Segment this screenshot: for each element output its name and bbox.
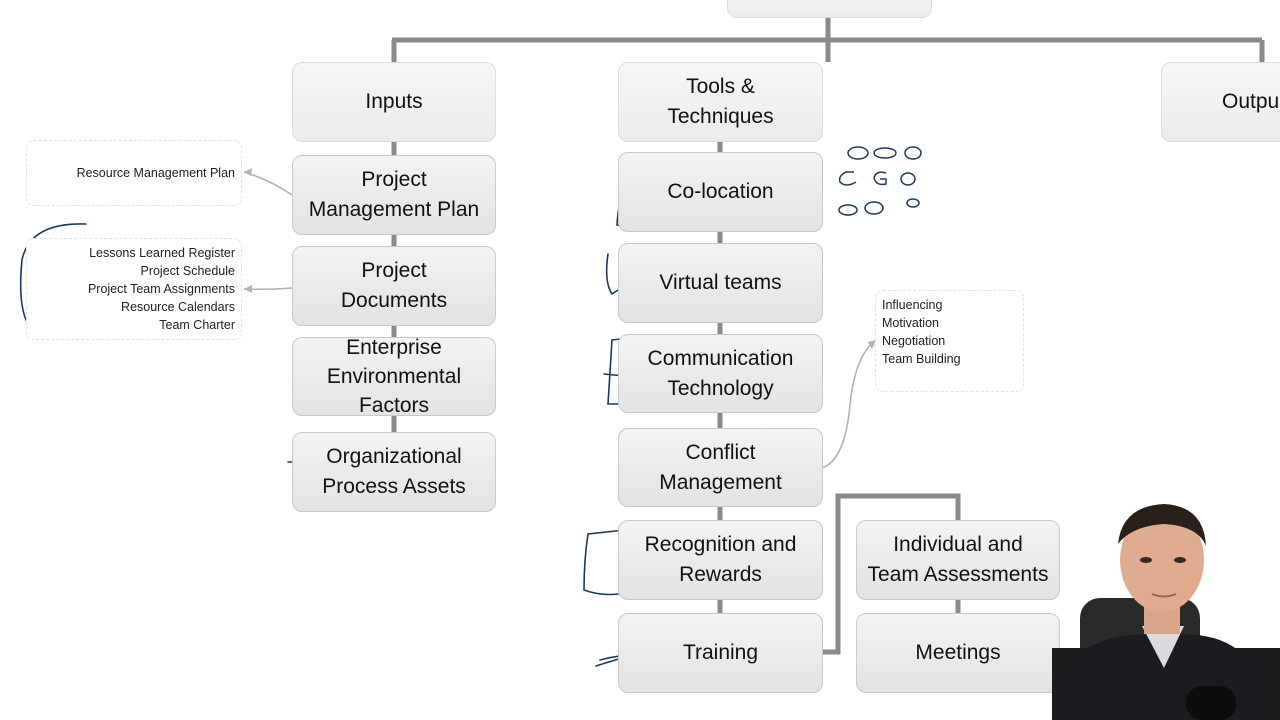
input-project-management-plan: Project Management Plan [292, 155, 496, 235]
tool-label: Individual and Team Assessments [867, 533, 1049, 586]
input-enterprise-environmental-factors: Enterprise Environmental Factors [292, 336, 496, 417]
note-line: Team Building [882, 352, 961, 366]
inputs-header-label: Inputs [365, 90, 423, 113]
presenter-video [1052, 498, 1280, 720]
tool-individual-team-assessments: Individual and Team Assessments [856, 520, 1060, 600]
input-label: Enterprise Environmental Factors [326, 336, 462, 417]
outputs-header: Outpu [1161, 62, 1280, 142]
input-label: Project Documents [340, 259, 448, 312]
tool-recognition-and-rewards: Recognition and Rewards [618, 520, 823, 600]
input-project-documents: Project Documents [292, 246, 496, 326]
tool-virtual-teams: Virtual teams [618, 243, 823, 323]
pmp-note: Resource Management Plan [26, 140, 242, 206]
note-line: Resource Management Plan [76, 166, 235, 180]
tool-label: Meetings [915, 641, 1001, 664]
note-line: Team Charter [159, 318, 235, 332]
note-line: Lessons Learned Register [89, 246, 235, 260]
tool-label: Communication Technology [647, 346, 794, 400]
tool-training: Training [618, 613, 823, 693]
tool-conflict-management: Conflict Management [618, 428, 823, 507]
presenter-figure [1052, 504, 1280, 720]
tool-meetings: Meetings [856, 613, 1060, 693]
tool-label: Virtual teams [659, 271, 782, 294]
tool-label: Recognition and Rewards [644, 533, 797, 586]
tool-label: Training [682, 641, 759, 664]
root-box [727, 0, 932, 18]
note-line: Motivation [882, 316, 939, 330]
note-line: Resource Calendars [121, 300, 235, 314]
tool-label: Co-location [667, 180, 774, 203]
tools-header-label: Tools & Techniques [667, 75, 774, 128]
inputs-header: Inputs [292, 62, 496, 142]
note-line: Negotiation [882, 334, 946, 348]
note-line: Influencing [882, 298, 943, 312]
tool-label: Conflict Management [659, 440, 782, 494]
input-organizational-process-assets: Organizational Process Assets [292, 432, 496, 512]
outputs-header-label: Outpu [1222, 90, 1280, 113]
tool-communication-technology: Communication Technology [618, 334, 823, 413]
tools-header: Tools & Techniques [618, 62, 823, 142]
input-label: Project Management Plan [308, 168, 480, 221]
note-line: Project Schedule [140, 264, 235, 278]
tool-co-location: Co-location [618, 152, 823, 232]
note-line: Project Team Assignments [87, 282, 235, 296]
input-label: Organizational Process Assets [322, 445, 466, 498]
conflict-note: Influencing Motivation Negotiation Team … [875, 290, 1024, 392]
documents-note: Lessons Learned Register Project Schedul… [26, 238, 242, 340]
